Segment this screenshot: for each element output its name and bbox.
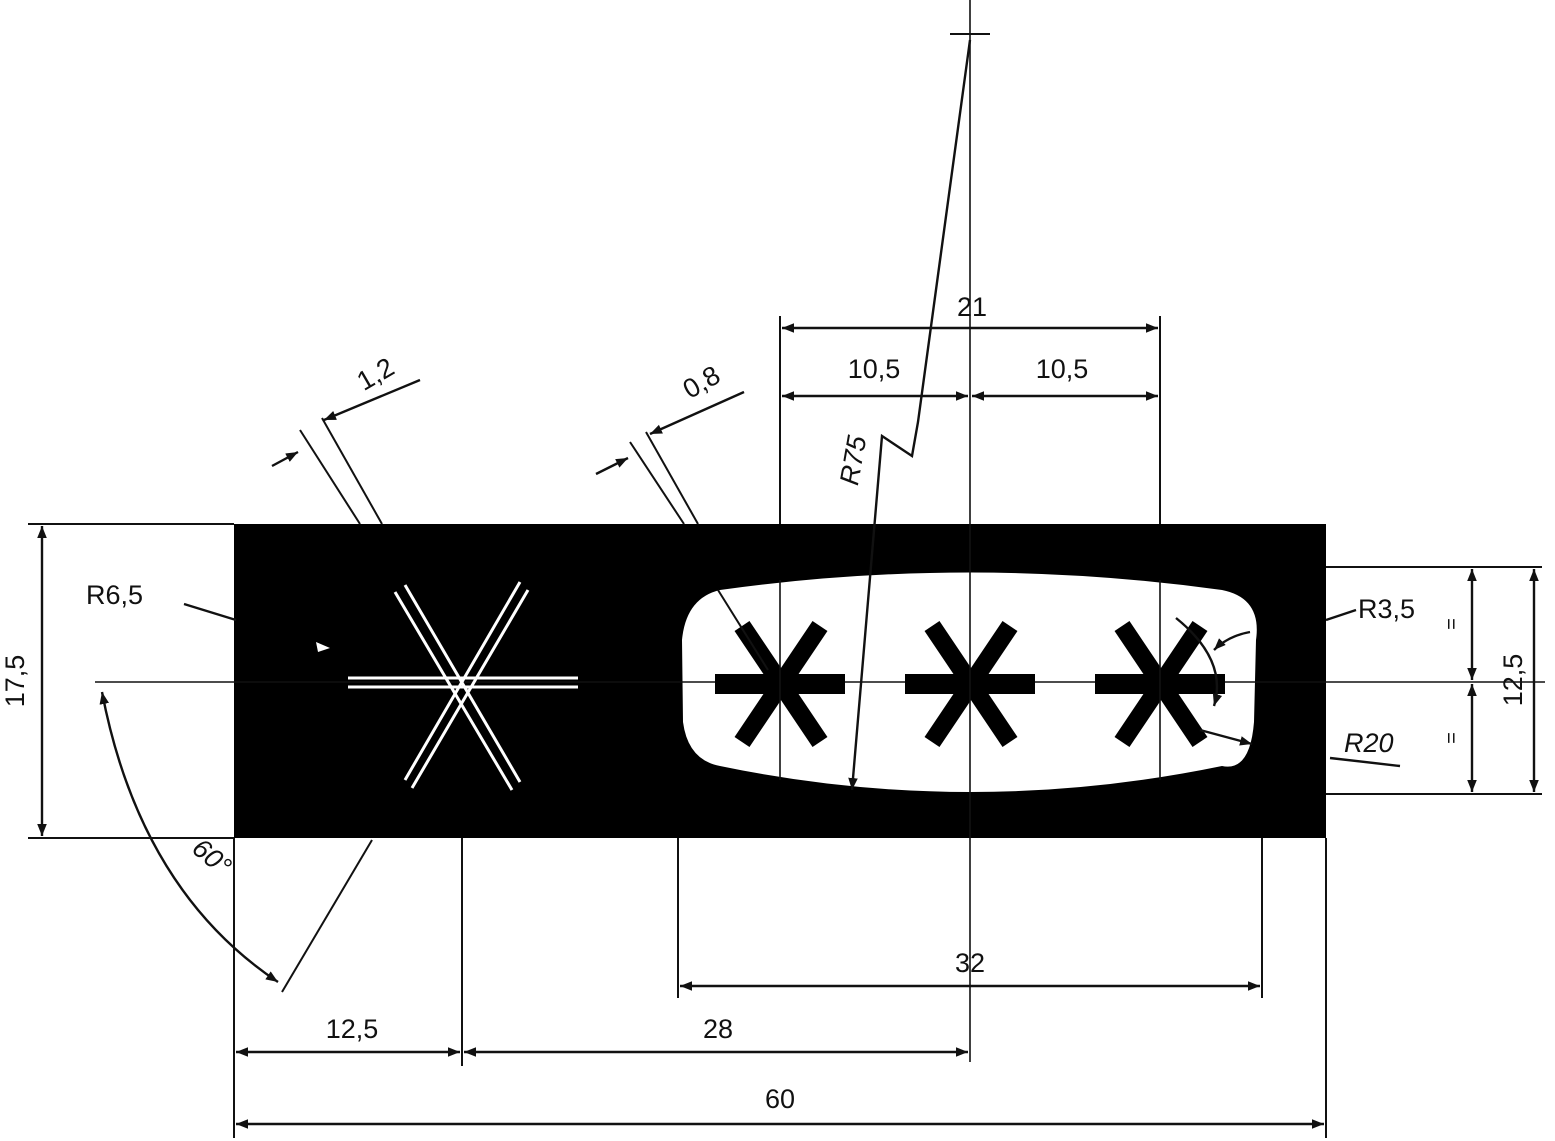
angle-reference-line	[281, 839, 373, 993]
label-window-half-top: =	[1441, 618, 1463, 630]
label-window-height: 12,5	[1498, 654, 1528, 707]
star-mark-open	[348, 581, 578, 791]
label-arc-radius-end: R20	[1344, 728, 1394, 758]
leader-window-corner	[1199, 728, 1253, 746]
label-narrow-slit: 0,8	[678, 360, 726, 405]
dim-slit-narrow	[595, 390, 745, 525]
label-first-offset: 12,5	[326, 1014, 379, 1044]
label-outer-span: 21	[957, 292, 987, 322]
label-half-left: 10,5	[848, 354, 901, 384]
window-slit-line	[717, 589, 769, 671]
label-corner-radius: R6,5	[86, 580, 143, 610]
label-arc-radius-long: R75	[834, 432, 872, 487]
label-corner-radius-window: R3,5	[1358, 594, 1415, 624]
label-overall-height: 17,5	[0, 655, 30, 708]
label-angle: 60°	[186, 832, 237, 881]
small-triangle-mark	[316, 642, 330, 652]
dim-slit-wide	[271, 378, 421, 525]
leader-r20	[1329, 756, 1401, 768]
label-half-right: 10,5	[1036, 354, 1089, 384]
label-wide-slit: 1,2	[352, 352, 400, 397]
label-window-width: 32	[955, 948, 985, 978]
leader-r75	[848, 39, 972, 791]
label-mark-spacing: 28	[703, 1014, 733, 1044]
angle-arc-60	[99, 691, 279, 983]
label-window-half-bottom: =	[1441, 732, 1463, 744]
arc-r20-indicator	[1213, 630, 1251, 651]
label-overall-width: 60	[765, 1084, 795, 1114]
arc-r3-5-indicator	[1175, 617, 1223, 707]
leader-r6-5	[183, 602, 237, 622]
leader-r3-5	[1325, 608, 1357, 622]
